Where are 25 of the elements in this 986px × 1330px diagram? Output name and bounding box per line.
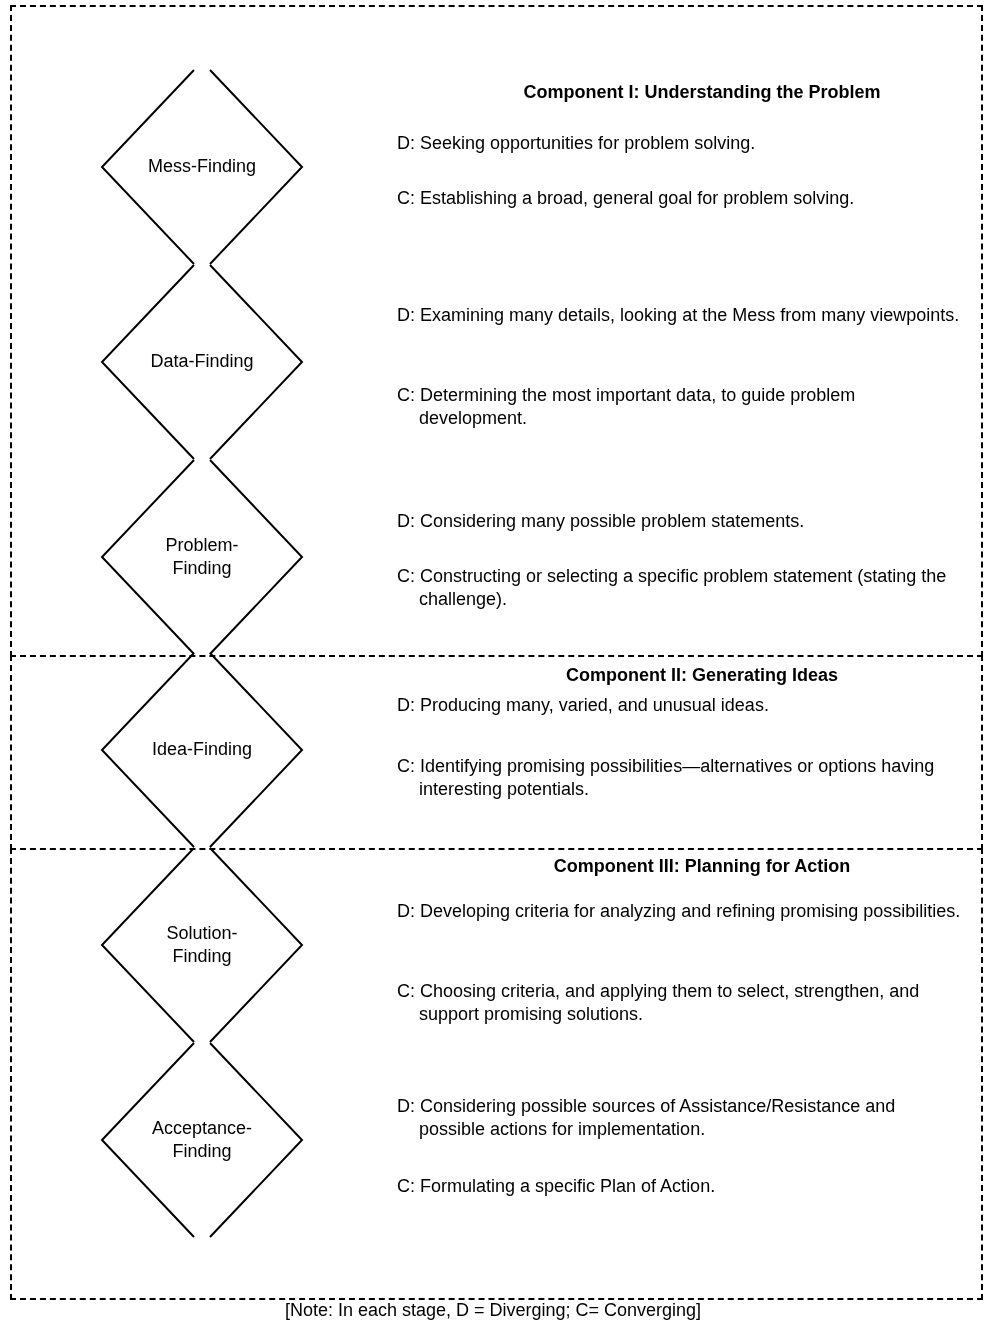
note-caption: [Note: In each stage, D = Diverging; C= Converging] bbox=[283, 1300, 703, 1321]
component-band bbox=[10, 655, 983, 850]
component-band bbox=[10, 848, 983, 1300]
stage-description: C: Choosing criteria, and applying them to select, strengthen, and support promising solutions. bbox=[397, 980, 921, 1027]
stage-label: Solution-Finding bbox=[165, 921, 239, 968]
stage-description: D: Seeking opportunities for problem solving. bbox=[397, 132, 757, 155]
stage-label: Acceptance-Finding bbox=[150, 1116, 254, 1163]
stage-description: D: Producing many, varied, and unusual ideas. bbox=[397, 694, 770, 717]
stage-description: C: Formulating a specific Plan of Action. bbox=[397, 1175, 717, 1198]
stage-label: Data-Finding bbox=[149, 350, 255, 374]
component-band bbox=[10, 5, 983, 657]
stage-description: C: Constructing or selecting a specific problem statement (stating the challenge). bbox=[397, 565, 948, 612]
stage-description: D: Considering possible sources of Assistance/Resistance and possible actions for implementation. bbox=[397, 1095, 897, 1142]
stage-description: C: Establishing a broad, general goal for problem solving. bbox=[397, 187, 856, 210]
component-heading: Component II: Generating Ideas bbox=[565, 665, 839, 686]
stage-description: D: Developing criteria for analyzing and refining promising possibilities. bbox=[397, 900, 962, 923]
stage-label: Idea-Finding bbox=[150, 738, 254, 762]
component-heading: Component III: Planning for Action bbox=[552, 856, 852, 877]
stage-description: D: Considering many possible problem statements. bbox=[397, 510, 806, 533]
stage-description: C: Determining the most important data, to guide problem development. bbox=[397, 384, 857, 431]
stage-description: C: Identifying promising possibilities—alternatives or options having interesting potentials. bbox=[397, 755, 936, 802]
stage-description: D: Examining many details, looking at the Mess from many viewpoints. bbox=[397, 304, 961, 327]
stage-label: Problem-Finding bbox=[164, 533, 240, 580]
component-heading: Component I: Understanding the Problem bbox=[522, 82, 882, 103]
stage-label: Mess-Finding bbox=[146, 155, 257, 179]
